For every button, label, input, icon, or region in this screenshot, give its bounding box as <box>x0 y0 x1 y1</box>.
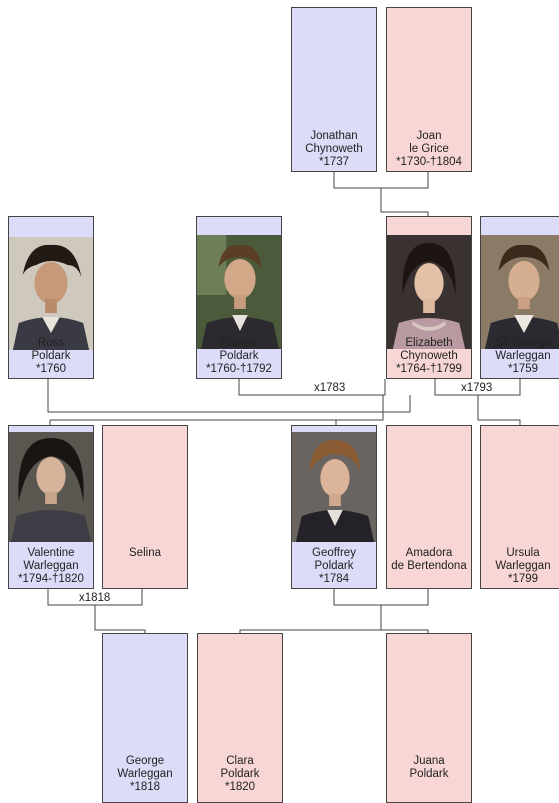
person-label: Amadora de Bertendona <box>387 547 471 573</box>
life-dates: *1784 <box>318 573 350 585</box>
name-first: Ross <box>37 337 65 349</box>
person-ross-poldark: Ross Poldark *1760 <box>8 216 94 379</box>
life-dates: *1737 <box>318 156 350 168</box>
person-joan-le-grice: Joan le Grice *1730-†1804 <box>386 7 472 172</box>
person-label: Joan le Grice *1730-†1804 <box>387 130 471 169</box>
name-first: George <box>125 755 165 767</box>
name-first: Geoffrey <box>312 547 356 559</box>
person-label: Clara Poldark *1820 <box>198 755 282 794</box>
name-last: Poldark <box>409 768 449 780</box>
portrait-photo <box>481 235 559 349</box>
marriage-label: x1783 <box>314 382 346 394</box>
life-dates: *1818 <box>129 781 161 793</box>
name-last: Poldark <box>314 560 354 572</box>
name-first: Clara <box>226 755 254 767</box>
person-label: Francis Poldark *1760-†1792 <box>197 337 281 376</box>
name-last: Poldark <box>219 350 259 362</box>
name-first: Selina <box>129 547 161 559</box>
life-dates: *1764-†1799 <box>396 363 462 375</box>
person-label: Valentine Warleggan *1794-†1820 <box>9 547 93 586</box>
person-label: Jonathan Chynoweth *1737 <box>292 130 376 169</box>
person-clara-poldark: Clara Poldark *1820 <box>197 633 283 803</box>
person-george-warleggan-jr: George Warleggan *1818 <box>102 633 188 803</box>
portrait-photo <box>9 432 93 542</box>
name-first: Jonathan <box>310 130 358 142</box>
marriage-label: x1818 <box>79 592 111 604</box>
life-dates: *1760-†1792 <box>206 363 272 375</box>
person-ursula-warleggan: Ursula Warleggan *1799 <box>480 425 559 589</box>
person-label: Sir George Warleggan *1759 <box>481 337 559 376</box>
person-valentine-warleggan: Valentine Warleggan *1794-†1820 <box>8 425 94 589</box>
name-last: Chynoweth <box>400 350 458 362</box>
name-last: Poldark <box>31 350 71 362</box>
portrait-photo <box>292 432 376 542</box>
life-dates: *1760 <box>35 363 67 375</box>
person-selina: Selina <box>102 425 188 589</box>
name-last: Warleggan <box>117 768 173 780</box>
person-elizabeth-chynoweth: Elizabeth Chynoweth *1764-†1799 <box>386 216 472 379</box>
name-last: de Bertendona <box>391 560 467 572</box>
name-first: Amadora <box>405 547 453 559</box>
person-amadora-de-bertendona: Amadora de Bertendona <box>386 425 472 589</box>
name-last: Poldark <box>220 768 260 780</box>
name-first: Sir George <box>495 337 551 349</box>
name-first: Valentine <box>27 547 75 559</box>
person-label: Juana Poldark <box>387 755 471 781</box>
person-label: Geoffrey Poldark *1784 <box>292 547 376 586</box>
name-first: Francis <box>220 337 258 349</box>
name-first: Joan <box>416 130 442 142</box>
person-label: Elizabeth Chynoweth *1764-†1799 <box>387 337 471 376</box>
person-label: George Warleggan *1818 <box>103 755 187 794</box>
name-last: Warleggan <box>23 560 79 572</box>
life-dates: *1799 <box>507 573 539 585</box>
name-last: Chynoweth <box>305 143 363 155</box>
person-jonathan-chynoweth: Jonathan Chynoweth *1737 <box>291 7 377 172</box>
person-label: Ursula Warleggan *1799 <box>481 547 559 586</box>
portrait-photo <box>197 235 281 349</box>
life-dates: *1759 <box>507 363 539 375</box>
portrait-photo <box>387 235 471 349</box>
life-dates: *1794-†1820 <box>18 573 84 585</box>
person-label: Selina <box>103 547 187 560</box>
name-last: Warleggan <box>495 350 551 362</box>
name-first: Juana <box>413 755 445 767</box>
marriage-label: x1793 <box>461 382 493 394</box>
person-juana-poldark: Juana Poldark <box>386 633 472 803</box>
person-label: Ross Poldark *1760 <box>9 337 93 376</box>
name-last: le Grice <box>409 143 449 155</box>
name-last: Warleggan <box>495 560 551 572</box>
portrait-photo <box>9 237 93 350</box>
name-first: Ursula <box>506 547 540 559</box>
name-first: Elizabeth <box>405 337 453 349</box>
life-dates: *1730-†1804 <box>396 156 462 168</box>
person-geoffrey-poldark: Geoffrey Poldark *1784 <box>291 425 377 589</box>
person-sir-george-warleggan: Sir George Warleggan *1759 <box>480 216 559 379</box>
life-dates: *1820 <box>224 781 256 793</box>
person-francis-poldark: Francis Poldark *1760-†1792 <box>196 216 282 379</box>
